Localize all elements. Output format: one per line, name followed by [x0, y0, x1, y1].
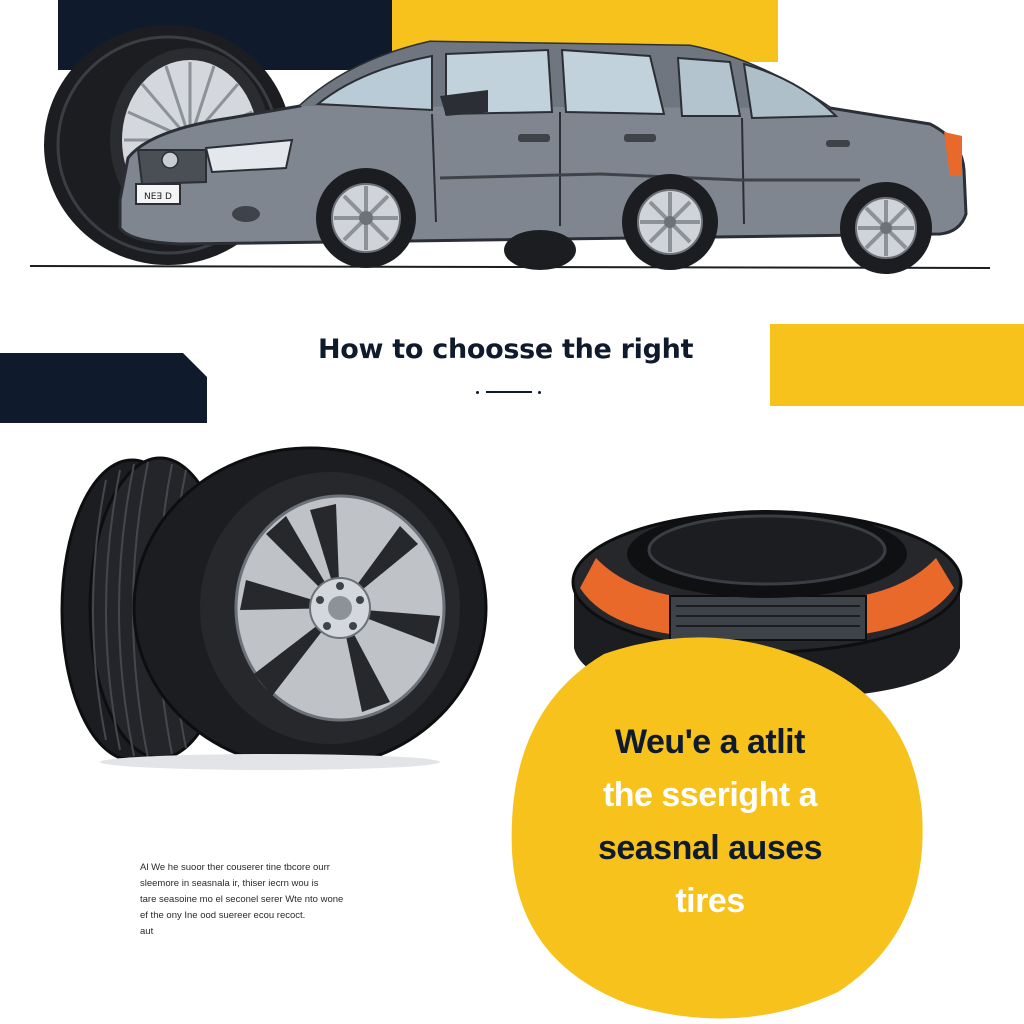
sedan-car-icon: ꓠꓰꓱ ꓓ [118, 40, 968, 274]
callout-blob [511, 637, 923, 1019]
callout-line-3: seasnal auses [597, 829, 823, 867]
body-line: sleemore in seasnala ir, thiser iecrn wo… [140, 878, 319, 889]
callout-line-2: the sseright a [602, 776, 818, 814]
tire-stack-illustration [60, 446, 488, 770]
title-divider [476, 390, 542, 394]
body-line: ef the ony Ine ood suereer ecou recoct. [140, 910, 306, 921]
callout-text: Weu'e a atlit the sseright a seasnal aus… [560, 716, 860, 928]
body-paragraph: Al We he suoor ther couserer tine tbcore… [140, 860, 380, 940]
body-line: Al We he suoor ther couserer tine tbcore… [140, 862, 330, 873]
tire-stack-icon [60, 446, 488, 770]
hero-car-illustration: ꓠꓰꓱ ꓓ [29, 25, 991, 274]
license-plate-text: ꓠꓰꓱ ꓓ [144, 192, 172, 202]
callout-line-1: Weu'e a atlit [615, 723, 805, 761]
yellow-side-tab [770, 324, 1024, 406]
page-title: How to choosse the right [318, 334, 694, 365]
body-line: tare seasoine mo el seconel serer Wte nt… [140, 894, 344, 905]
body-line: aut [140, 926, 154, 937]
navy-side-tab [0, 353, 207, 423]
callout-line-4: tires [675, 882, 745, 920]
